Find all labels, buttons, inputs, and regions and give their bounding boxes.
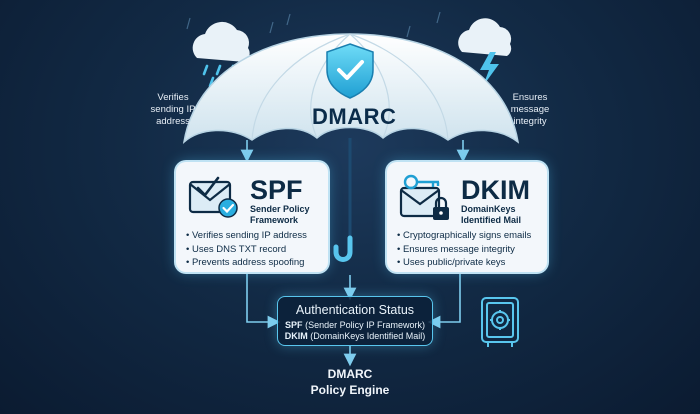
dkim-subtitle: DomainKeys Identified Mail — [461, 204, 530, 226]
authentication-status-box: Authentication Status SPF (Sender Policy… — [277, 296, 433, 346]
lightning-cloud-icon — [458, 18, 512, 86]
left-note: Verifies sending IP address — [138, 92, 208, 128]
envelope-check-icon — [188, 176, 238, 218]
left-note-line: Verifies — [157, 92, 189, 103]
status-spf-row: SPF (Sender Policy IP Framework) — [278, 320, 432, 330]
dkim-subtitle-line: DomainKeys — [461, 204, 516, 214]
list-item: Uses DNS TXT record — [186, 243, 307, 257]
shield-check-icon — [326, 43, 374, 99]
engine-line: Policy Engine — [310, 383, 390, 397]
dkim-feature-list: Cryptographically signs emails Ensures m… — [397, 229, 531, 270]
spf-feature-list: Verifies sending IP address Uses DNS TXT… — [186, 229, 307, 270]
dkim-card: DKIM DomainKeys Identified Mail Cryptogr… — [387, 162, 547, 272]
spf-subtitle: Sender Policy Framework — [250, 204, 310, 226]
umbrella-handle — [333, 138, 353, 262]
flow-arrows — [240, 140, 470, 367]
list-item: Prevents address spoofing — [186, 256, 307, 270]
left-note-line: address — [156, 116, 190, 127]
status-dkim-label: DKIM — [284, 331, 308, 341]
status-dkim-row: DKIM (DomainKeys Identified Mail) — [278, 331, 432, 341]
spf-subtitle-line: Framework — [250, 215, 299, 225]
dkim-subtitle-line: Identified Mail — [461, 215, 522, 225]
list-item: Uses public/private keys — [397, 256, 531, 270]
umbrella-title: DMARC — [312, 104, 397, 129]
vault-safe-icon — [481, 297, 519, 347]
spf-subtitle-line: Sender Policy — [250, 204, 310, 214]
engine-line: DMARC — [327, 367, 373, 381]
list-item: Cryptographically signs emails — [397, 229, 531, 243]
status-spf-label: SPF — [285, 320, 303, 330]
left-note-line: sending IP — [150, 104, 196, 115]
right-note-line: Ensures — [512, 92, 548, 103]
right-note: Ensures message integrity — [500, 92, 560, 128]
list-item: Ensures message integrity — [397, 243, 531, 257]
status-title: Authentication Status — [295, 303, 415, 317]
policy-engine-label: DMARC Policy Engine — [290, 366, 410, 398]
spf-title: SPF — [250, 175, 303, 205]
status-dkim-text: (DomainKeys Identified Mail) — [310, 331, 426, 341]
status-spf-text: (Sender Policy IP Framework) — [305, 320, 425, 330]
right-note-line: integrity — [513, 116, 547, 127]
envelope-key-lock-icon — [399, 174, 449, 220]
right-note-line: message — [510, 104, 550, 115]
dkim-title: DKIM — [461, 175, 530, 205]
list-item: Verifies sending IP address — [186, 229, 307, 243]
spf-card: SPF Sender Policy Framework Verifies sen… — [176, 162, 328, 272]
